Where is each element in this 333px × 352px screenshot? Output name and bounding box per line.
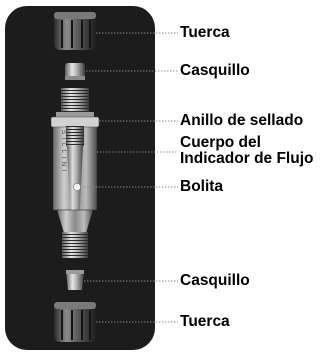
body-marking: S I L L I N I (60, 130, 66, 173)
leader-lines (81, 32, 178, 323)
bottom-ferrule (66, 270, 84, 290)
label-body-line-2: Indicador de Flujo (180, 150, 314, 167)
label-ferrule-bottom: Casquillo (180, 272, 250, 289)
seal-ring (50, 116, 100, 128)
ball (73, 183, 81, 191)
flow-indicator-body: S I L L I N I (50, 116, 100, 235)
label-nut-top: Tuerca (180, 24, 230, 41)
label-ferrule-top: Casquillo (180, 62, 250, 79)
top-nut (54, 12, 96, 50)
label-nut-bottom: Tuerca (180, 313, 230, 330)
label-seal-ring: Anillo de sellado (180, 112, 304, 129)
top-ferrule (65, 63, 85, 80)
bottom-nut (54, 302, 96, 342)
bottom-fitting (62, 232, 88, 258)
label-body: Cuerpo del Indicador de Flujo (180, 135, 313, 167)
label-ball: Bolita (180, 178, 224, 195)
top-fitting (56, 88, 94, 118)
label-body-line-1: Cuerpo del (180, 134, 261, 151)
